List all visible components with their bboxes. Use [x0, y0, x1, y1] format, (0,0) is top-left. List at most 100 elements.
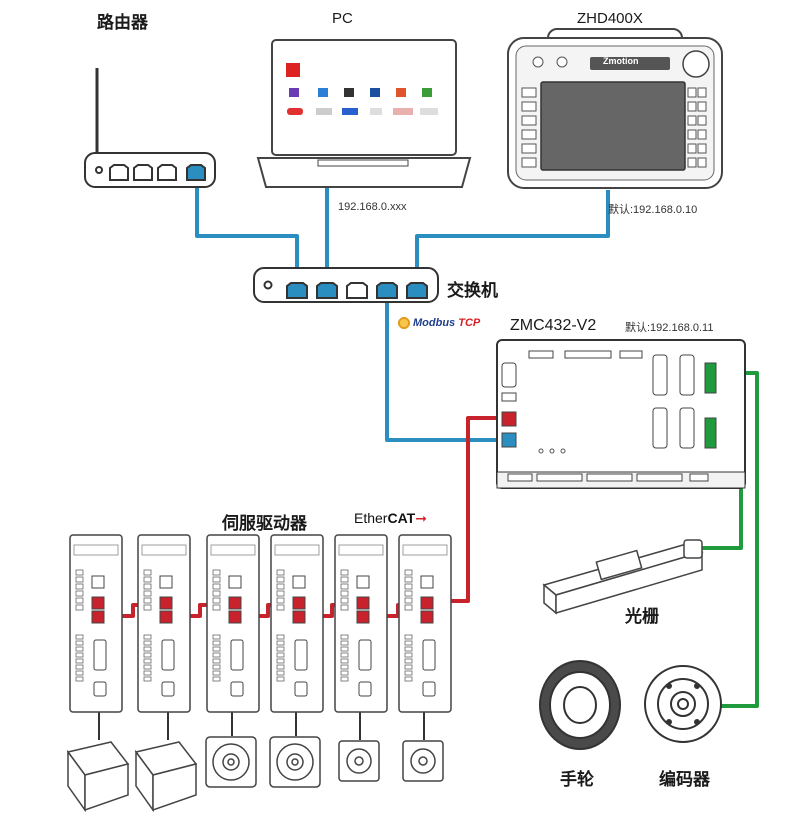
drive-terminal: [212, 670, 221, 676]
controller-zmc432: [496, 339, 746, 489]
drive-terminal: [143, 664, 152, 670]
drive-terminal: [75, 604, 84, 611]
drive-terminal: [212, 634, 221, 640]
drive-terminal: [404, 664, 413, 670]
controller-usb-port: [501, 392, 517, 402]
pc-laptop: [256, 39, 472, 188]
drive-ethercat-out: [292, 610, 306, 624]
drive-terminal: [404, 652, 413, 658]
servo-drive-5: [334, 534, 388, 713]
switch-port-5: [406, 282, 428, 299]
drive-terminal: [340, 569, 349, 576]
drive-connector: [161, 639, 175, 671]
drive-terminal: [340, 640, 349, 646]
drive-terminal: [276, 640, 285, 646]
modbus-gear-icon: [397, 316, 411, 330]
router-port-2: [133, 164, 153, 181]
drive-terminal: [212, 640, 221, 646]
switch-port-1: [286, 282, 308, 299]
ethercat-prefix: Ether: [354, 510, 388, 526]
controller-ip-label: 默认:192.168.0.11: [625, 322, 714, 334]
drive-terminal: [340, 590, 349, 597]
drive-terminal: [143, 604, 152, 611]
drive-terminal: [212, 658, 221, 664]
modbus-tcp-label: Modbus TCP: [397, 316, 480, 330]
servo-drive-4: [270, 534, 324, 713]
ethercat-logo: EtherCAT➞: [354, 510, 427, 527]
drive-terminal: [276, 652, 285, 658]
drive-terminal: [143, 658, 152, 664]
drive-terminal: [340, 576, 349, 583]
drive-terminal: [143, 569, 152, 576]
hmi-emergency-stop: [682, 50, 710, 78]
drive-terminal: [212, 604, 221, 611]
drive-terminal: [143, 590, 152, 597]
drive-display: [274, 544, 320, 556]
drive-terminal: [75, 664, 84, 670]
drive-ethercat-out: [228, 610, 242, 624]
drive-port-top: [91, 575, 105, 589]
drive-terminal: [404, 646, 413, 652]
drive-motor-port: [93, 681, 107, 697]
hmi-label: ZHD400X: [577, 10, 643, 27]
drive-terminal: [404, 658, 413, 664]
drive-terminal: [340, 652, 349, 658]
switch-port-4: [376, 282, 398, 299]
controller-encoder-port-1: [704, 362, 717, 394]
drive-terminal: [276, 634, 285, 640]
stepper-motor-1: [338, 740, 380, 782]
servo-drives: [69, 534, 452, 713]
drive-terminal: [340, 664, 349, 670]
servo-label: 伺服驱动器: [222, 514, 307, 533]
drive-terminal: [340, 670, 349, 676]
drive-terminal: [404, 640, 413, 646]
drive-terminal: [276, 646, 285, 652]
drive-ethercat-out: [356, 610, 370, 624]
servo-drive-6: [398, 534, 452, 713]
drive-display: [73, 544, 119, 556]
drive-terminal: [143, 583, 152, 590]
drive-terminal: [276, 604, 285, 611]
drive-terminal: [404, 576, 413, 583]
drive-terminal: [75, 670, 84, 676]
cable-hmi-switch: [415, 190, 610, 285]
drive-ethercat-out: [159, 610, 173, 624]
encoder-label: 编码器: [659, 770, 710, 789]
drive-display: [402, 544, 448, 556]
hmi-key-right: [687, 87, 707, 168]
router: [84, 68, 216, 188]
drive-terminal: [404, 597, 413, 604]
controller-bottom-terminals: [507, 473, 709, 482]
drive-port-top: [159, 575, 173, 589]
drive-motor-port: [358, 681, 372, 697]
rotary-encoder: [644, 665, 722, 743]
controller-ethernet-port: [501, 432, 517, 448]
router-label: 路由器: [97, 13, 148, 32]
hmi-key-left: [521, 87, 537, 168]
drive-terminal: [340, 583, 349, 590]
drive-connector: [294, 639, 308, 671]
controller-body: [496, 339, 746, 489]
ethernet-cables: [195, 175, 610, 442]
pc-ip-label: 192.168.0.xxx: [338, 201, 407, 213]
drive-terminal: [276, 583, 285, 590]
drive-terminal: [75, 658, 84, 664]
drive-terminal: [75, 590, 84, 597]
drive-terminal: [143, 670, 152, 676]
pc-trackpad: [317, 159, 409, 167]
drive-ethercat-in: [356, 596, 370, 610]
drive-connector: [93, 639, 107, 671]
controller-encoder-port-2: [704, 417, 717, 449]
drive-port-top: [420, 575, 434, 589]
drive-display: [210, 544, 256, 556]
drive-terminal: [404, 604, 413, 611]
hmi-brand-bar: [590, 57, 670, 70]
handwheel: [539, 660, 621, 750]
drive-terminal: [75, 583, 84, 590]
modbus-suffix: TCP: [458, 316, 481, 329]
hmi-screen: [540, 81, 686, 171]
hmi-zhd400x: [507, 28, 723, 189]
drive-terminal: [276, 658, 285, 664]
drive-ethercat-out: [91, 610, 105, 624]
